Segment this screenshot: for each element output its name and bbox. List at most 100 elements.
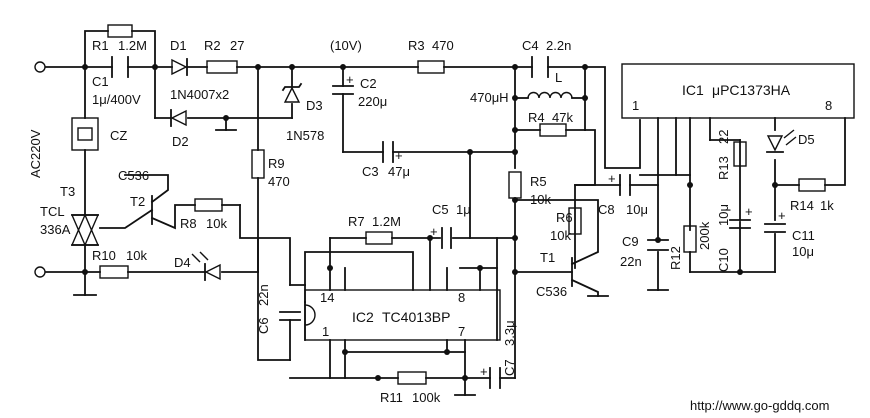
label-ic1-pin1: 1: [632, 98, 639, 113]
label-ic1-type: μPC1373HA: [712, 82, 791, 98]
component-labels: R1 1.2M D1 R2 27 (10V) R3 470 C4 2.2n C1…: [28, 38, 834, 413]
label-r8: R8: [180, 216, 197, 231]
label-r1-value: 1.2M: [118, 38, 147, 53]
resistor-r7: [365, 231, 393, 245]
led-d4: [191, 251, 221, 281]
diode-d1: [171, 58, 188, 76]
label-c7: C7: [502, 359, 517, 376]
label-ic2-type: TC4013BP: [382, 309, 450, 325]
label-c11: C11: [792, 228, 815, 243]
label-c9: C9: [622, 234, 639, 249]
label-t3: T3: [60, 184, 75, 199]
wiring: [45, 30, 846, 396]
ac-terminal-bottom: [34, 266, 46, 278]
svg-text:+: +: [346, 72, 354, 87]
label-c536-bottom: C536: [536, 284, 567, 299]
label-c10: C10: [716, 248, 731, 272]
resistor-r8: [194, 198, 223, 212]
label-ic1: IC1: [682, 82, 704, 98]
resistor-r12: [683, 225, 697, 253]
diode-d2: [170, 109, 187, 127]
ac-terminal-top: [34, 61, 46, 73]
label-r11-value: 100k: [412, 390, 441, 405]
label-c1-value: 1μ/400V: [92, 92, 141, 107]
resistor-r13: [733, 141, 747, 167]
watermark-url: http://www.go-gddq.com: [690, 398, 829, 413]
label-c3: C3: [362, 164, 379, 179]
label-t2: T2: [130, 194, 145, 209]
label-tcl: TCL: [40, 204, 65, 219]
label-c9-value: 22n: [620, 254, 642, 269]
label-r2-value: 27: [230, 38, 244, 53]
label-r11: R11: [380, 390, 403, 405]
label-r14-value: 1k: [820, 198, 834, 213]
label-ic2-pin1: 1: [322, 324, 329, 339]
label-c11-value: 10μ: [792, 244, 814, 259]
label-cz: CZ: [110, 128, 127, 143]
resistor-r9: [251, 149, 265, 179]
label-d1: D1: [170, 38, 187, 53]
capacitor-c6: [279, 311, 301, 321]
capacitor-c5: +: [430, 224, 452, 249]
label-d3: D3: [306, 98, 323, 113]
resistor-r1: [107, 24, 133, 38]
led-d5: [766, 129, 797, 153]
label-c4-value: 2.2n: [546, 38, 571, 53]
label-d4: D4: [174, 255, 191, 270]
label-c2: C2: [360, 76, 377, 91]
svg-text:+: +: [430, 224, 438, 239]
label-r7-value: 1.2M: [372, 214, 401, 229]
label-c6-value: 22n: [256, 284, 271, 306]
label-v10: (10V): [330, 38, 362, 53]
label-tcl-type: 336A: [40, 222, 71, 237]
junction-dots: [82, 64, 778, 381]
capacitor-c8: +: [608, 171, 631, 196]
capacitor-c3: +: [382, 141, 403, 163]
label-d1d2-type: 1N4007x2: [170, 87, 229, 102]
ic1-chip: [621, 63, 855, 119]
label-d2: D2: [172, 134, 189, 149]
label-c6: C6: [256, 317, 271, 334]
label-r5-value: 10k: [530, 192, 551, 207]
piezo-cz: [71, 117, 99, 151]
label-r4: R4: [528, 110, 545, 125]
label-l-value: 470μH: [470, 90, 509, 105]
svg-text:+: +: [395, 148, 403, 163]
label-d3-type: 1N578: [286, 128, 324, 143]
label-r1: R1: [92, 38, 109, 53]
resistor-r11: [397, 371, 427, 385]
label-r3: R3: [408, 38, 425, 53]
label-c3-value: 47μ: [388, 164, 410, 179]
resistor-r5: [508, 171, 522, 199]
label-c8: C8: [598, 202, 615, 217]
label-r13: R13: [716, 156, 731, 180]
capacitor-c1: [111, 56, 129, 78]
label-ic2-pin14: 14: [320, 290, 334, 305]
label-c5-value: 1μ: [456, 202, 471, 217]
label-c7-value: 3.3μ: [502, 320, 517, 346]
resistor-r4: [539, 123, 567, 137]
capacitor-c4: [531, 56, 549, 78]
label-r5: R5: [530, 174, 547, 189]
label-r10: R10: [92, 248, 116, 263]
label-l: L: [555, 70, 562, 85]
label-r3-value: 470: [432, 38, 454, 53]
label-ic2: IC2: [352, 309, 374, 325]
label-r6-value: 10k: [550, 228, 571, 243]
resistor-r10: [99, 265, 129, 279]
label-r14: R14: [790, 198, 814, 213]
svg-text:+: +: [778, 208, 786, 223]
label-r9-value: 470: [268, 174, 290, 189]
ic2-chip: [304, 289, 501, 341]
triac-t3: [70, 213, 100, 247]
label-r12-value: 200k: [697, 221, 712, 250]
capacitor-c10: +: [729, 204, 753, 229]
label-r13-value: 22: [716, 130, 731, 144]
resistor-r14: [798, 178, 826, 192]
svg-text:+: +: [480, 364, 488, 379]
resistor-r2: [206, 60, 238, 74]
label-r6: R6: [556, 210, 573, 225]
label-r4-value: 47k: [552, 110, 573, 125]
capacitor-c2: +: [332, 72, 354, 95]
